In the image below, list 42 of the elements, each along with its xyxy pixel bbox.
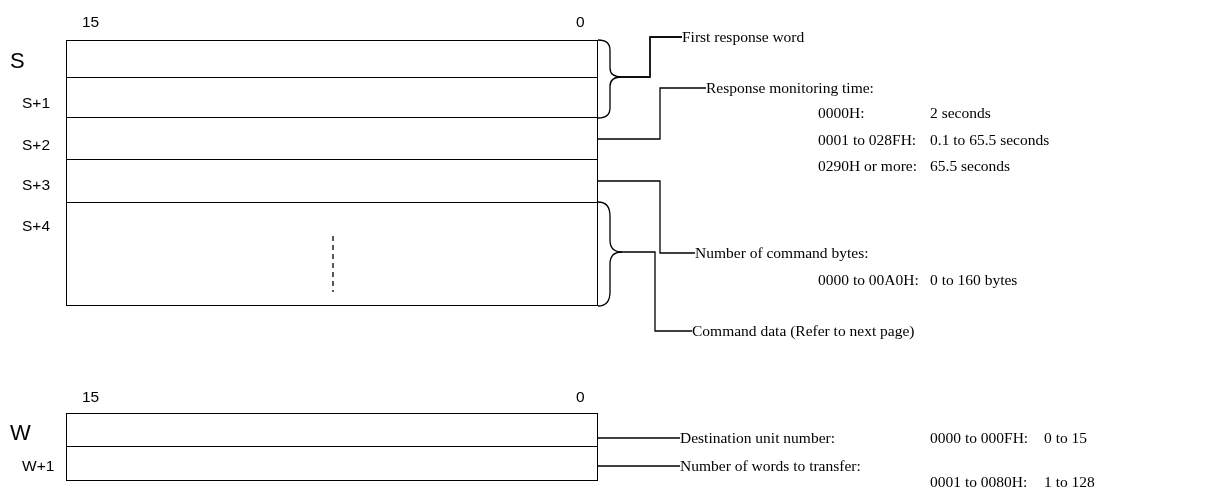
value-text: 2 seconds [930, 104, 991, 122]
register-row [66, 202, 598, 306]
value-text: 65.5 seconds [930, 157, 1011, 175]
register-label: S [10, 48, 25, 74]
leader-line [597, 437, 681, 439]
bit-number: 0 [576, 13, 585, 31]
value-text: 0 to 160 bytes [930, 271, 1018, 289]
bit-number: 15 [82, 13, 100, 31]
value-text: 0000 to 000FH: [930, 429, 1029, 447]
leader-line [597, 201, 693, 332]
bit-number: 0 [576, 388, 585, 406]
register-label: S+2 [22, 136, 50, 154]
description-text: First response word [682, 28, 805, 46]
register-row [66, 159, 598, 203]
value-text: 0 to 15 [1044, 429, 1088, 447]
register-row [66, 413, 598, 447]
value-text: 0000 to 00A0H: [818, 271, 919, 289]
register-label: W+1 [22, 457, 55, 475]
register-row [66, 446, 598, 481]
value-text: 0001 to 028FH: [818, 131, 917, 149]
leader-line [597, 36, 683, 119]
description-text: Number of command bytes: [695, 244, 869, 262]
leader-line [597, 87, 707, 140]
value-text: 1 to 128 [1044, 473, 1095, 491]
value-text: 0001 to 0080H: [930, 473, 1028, 491]
value-text: 0000H: [818, 104, 865, 122]
register-row [66, 40, 598, 78]
description-text: Destination unit number: [680, 429, 835, 447]
leader-line [597, 465, 681, 467]
leader-line [597, 180, 696, 254]
register-label: W [10, 420, 31, 446]
register-label: S+1 [22, 94, 50, 112]
description-text: Command data (Refer to next page) [692, 322, 915, 340]
register-row [66, 77, 598, 118]
description-text: Response monitoring time: [706, 79, 874, 97]
register-label: S+3 [22, 176, 50, 194]
register-row [66, 117, 598, 160]
register-label: S+4 [22, 217, 50, 235]
value-text: 0.1 to 65.5 seconds [930, 131, 1050, 149]
bit-number: 15 [82, 388, 100, 406]
value-text: 0290H or more: [818, 157, 917, 175]
description-text: Number of words to transfer: [680, 457, 861, 475]
